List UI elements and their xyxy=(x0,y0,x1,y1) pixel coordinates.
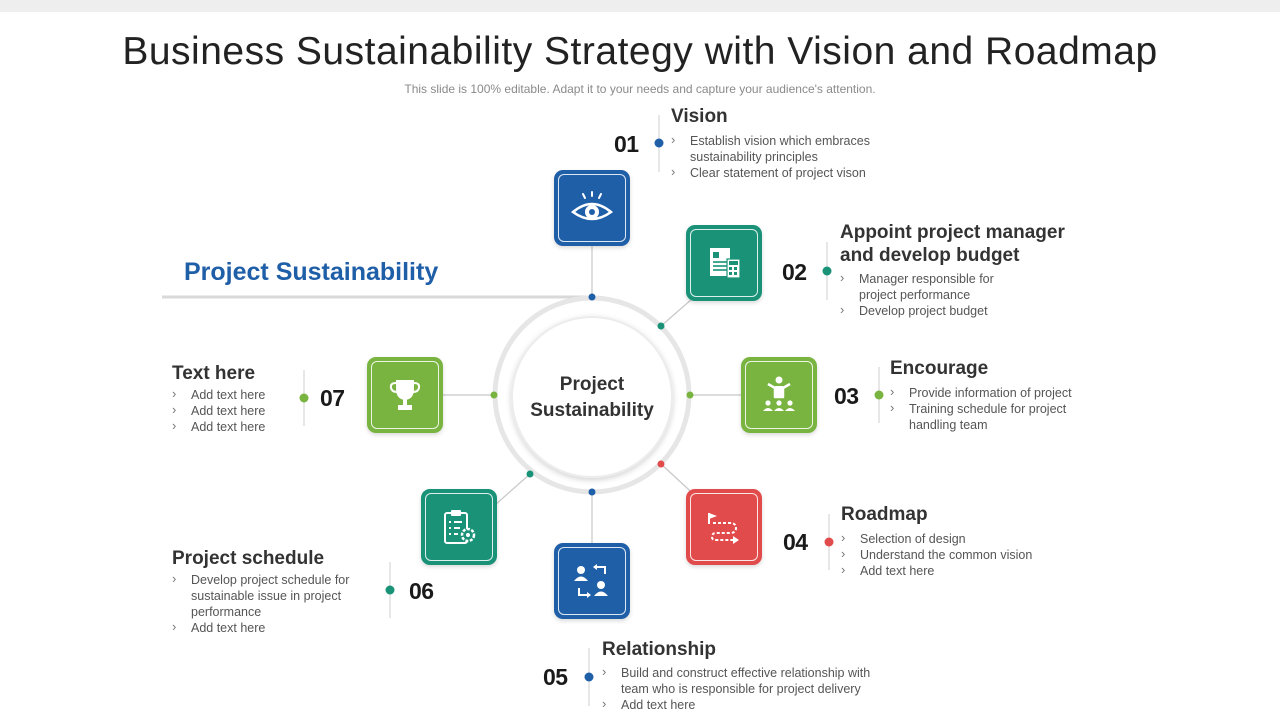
step-04-tile xyxy=(686,489,762,565)
step-02-number: 02 xyxy=(782,259,807,285)
step-03-number: 03 xyxy=(834,383,859,409)
step-01-bullet: Establish vision which embraces xyxy=(671,132,870,149)
center-label-line1: Project xyxy=(559,374,625,395)
label-dot-03 xyxy=(874,390,884,400)
label-dot-01 xyxy=(654,138,664,148)
step-02-bullet: Manager responsible for xyxy=(840,270,994,287)
step-02-title: Appoint project manager and develop budg… xyxy=(840,221,1065,267)
step-07-bullet: Add text here xyxy=(172,386,265,403)
step-04-bullet: Understand the common vision xyxy=(841,546,1032,563)
step-01-tile xyxy=(554,170,630,246)
step-03-bullets: Provide information of project Training … xyxy=(890,384,1072,433)
ring-dot-01 xyxy=(588,293,596,301)
ring-dot-02 xyxy=(657,322,665,330)
label-dot-02 xyxy=(822,266,832,276)
step-07-number: 07 xyxy=(320,385,345,411)
step-04-bullets: Selection of design Understand the commo… xyxy=(841,530,1032,579)
ring-dot-04 xyxy=(657,460,665,468)
ring-dot-06 xyxy=(526,470,534,478)
step-07-bullet: Add text here xyxy=(172,402,265,419)
step-03-bullet: Provide information of project xyxy=(890,384,1072,401)
eye-icon xyxy=(570,191,614,221)
step-04-bullet: Selection of design xyxy=(841,530,1032,547)
clipboard-gear-icon xyxy=(444,510,476,544)
step-07-bullet: Add text here xyxy=(172,418,265,435)
ring-dot-03 xyxy=(686,391,694,399)
step-07-title: Text here xyxy=(172,363,256,384)
step-04-title: Roadmap xyxy=(841,504,928,525)
step-01-number: 01 xyxy=(614,131,639,157)
label-dot-07 xyxy=(299,393,309,403)
step-05-title: Relationship xyxy=(602,639,717,660)
presenter-audience-icon xyxy=(763,376,795,411)
step-02-bullet-cont: project performance xyxy=(859,288,971,302)
step-06-title: Project schedule xyxy=(172,548,325,569)
step-04-bullet: Add text here xyxy=(841,562,1032,579)
step-06-bullet-cont: performance xyxy=(191,605,262,619)
center-label-line2: Sustainability xyxy=(530,400,654,421)
step-01-title: Vision xyxy=(671,106,728,127)
label-dot-04 xyxy=(824,537,834,547)
step-01-bullet: Clear statement of project vison xyxy=(671,164,870,181)
step-02-title-line2: and develop budget xyxy=(840,245,1020,266)
step-05-bullet: Add text here xyxy=(602,696,870,713)
step-01-bullets: Establish vision which embraces sustaina… xyxy=(671,132,870,181)
step-05-bullet: Build and construct effective relationsh… xyxy=(602,664,870,681)
step-01-bullet-cont: sustainability principles xyxy=(690,150,818,164)
step-04-number: 04 xyxy=(783,529,808,555)
step-02-title-line1: Appoint project manager xyxy=(840,222,1065,243)
step-06-bullet: Develop project schedule for xyxy=(172,571,349,588)
label-dot-06 xyxy=(385,585,395,595)
step-02-bullets: Manager responsible for project performa… xyxy=(840,270,994,319)
step-05-number: 05 xyxy=(543,664,568,690)
step-06-tile xyxy=(421,489,497,565)
step-05-bullets: Build and construct effective relationsh… xyxy=(602,664,870,713)
step-07-tile xyxy=(367,357,443,433)
slide-title: Business Sustainability Strategy with Vi… xyxy=(122,30,1158,73)
step-03-tile xyxy=(741,357,817,433)
step-03-bullet-cont: handling team xyxy=(909,418,988,432)
step-03-title: Encourage xyxy=(890,358,989,379)
step-05-tile xyxy=(554,543,630,619)
people-exchange-icon xyxy=(574,564,608,598)
ring-dot-05 xyxy=(588,488,596,496)
step-05-bullet-cont: team who is responsible for project deli… xyxy=(621,682,861,696)
spoke-06 xyxy=(494,473,531,506)
step-06-bullet: Add text here xyxy=(172,619,349,636)
step-06-bullet-cont: sustainable issue in project xyxy=(191,589,342,603)
step-02-tile xyxy=(686,225,762,301)
top-bar xyxy=(0,0,1280,12)
route-flags-icon xyxy=(708,513,739,544)
document-calculator-icon xyxy=(710,248,741,279)
step-07-bullets: Add text here Add text here Add text her… xyxy=(172,386,265,435)
step-02-bullet: Develop project budget xyxy=(840,302,994,319)
ring-dot-07 xyxy=(490,391,498,399)
center-circle xyxy=(511,316,673,478)
center-label: Project Sustainability xyxy=(512,372,672,424)
step-03-bullet: Training schedule for project xyxy=(890,400,1072,417)
label-dot-05 xyxy=(584,672,594,682)
step-06-bullets: Develop project schedule for sustainable… xyxy=(172,571,349,636)
slide-subtitle: This slide is 100% editable. Adapt it to… xyxy=(404,82,876,96)
step-06-number: 06 xyxy=(409,578,434,604)
side-label: Project Sustainability xyxy=(184,258,439,286)
trophy-icon xyxy=(389,380,421,410)
